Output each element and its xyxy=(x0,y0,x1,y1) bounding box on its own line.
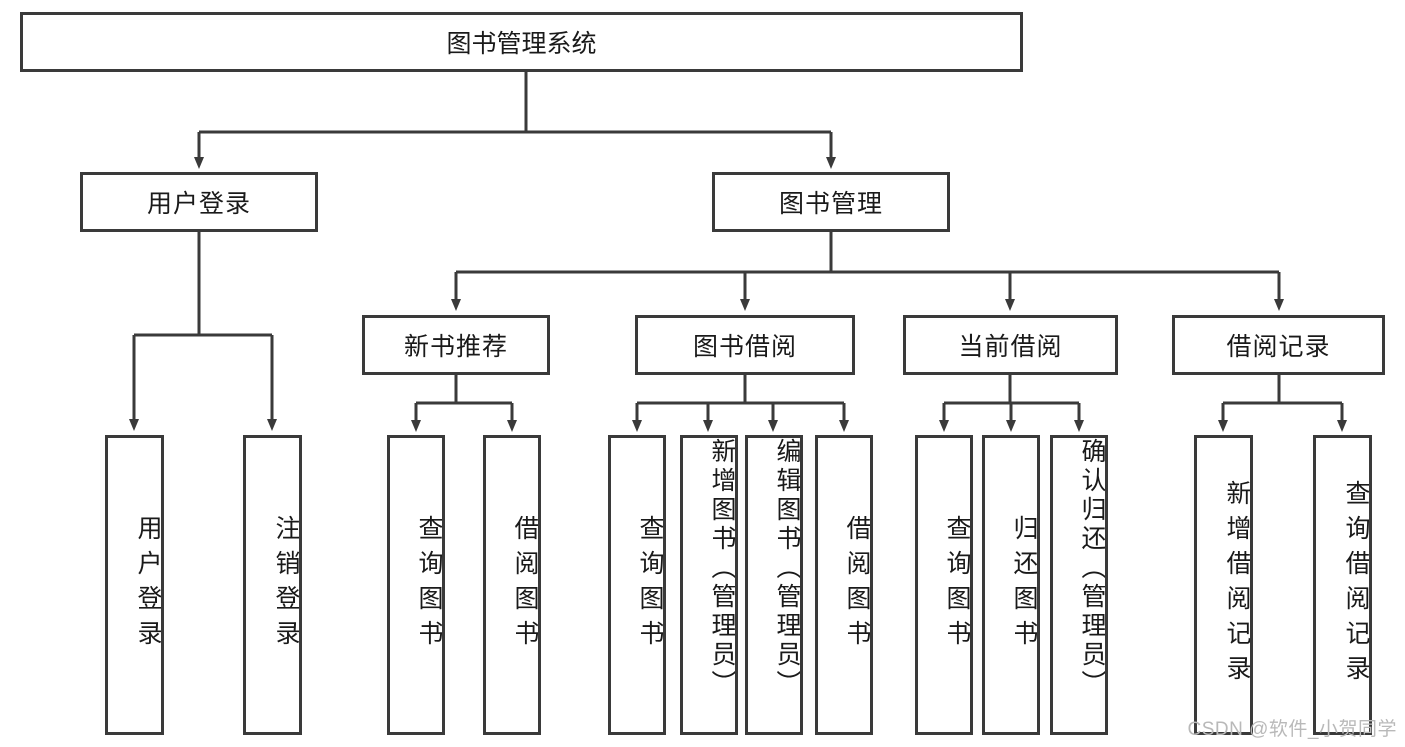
leaf-query-book-borrow[interactable]: 查询图书 xyxy=(608,435,666,735)
leaf-text-wrap: 查询图书 xyxy=(611,438,663,732)
leaf-label: 注销登录 xyxy=(272,515,300,655)
leaf-label: 确认归还（管理员） xyxy=(1078,438,1106,699)
leaf-add-book-admin[interactable]: 新增图书（管理员） xyxy=(680,435,738,735)
leaf-query-book-current[interactable]: 查询图书 xyxy=(915,435,973,735)
leaf-text-wrap: 查询图书 xyxy=(918,438,970,732)
node-label: 当前借阅 xyxy=(958,333,1063,361)
leaf-confirm-return-admin[interactable]: 确认归还（管理员） xyxy=(1050,435,1108,735)
leaf-label: 查询图书 xyxy=(415,515,443,655)
node-label: 用户登录 xyxy=(146,190,251,218)
leaf-return-book[interactable]: 归还图书 xyxy=(982,435,1040,735)
leaf-label: 查询图书 xyxy=(636,515,664,655)
leaf-label: 用户登录 xyxy=(134,515,162,655)
leaf-label: 借阅图书 xyxy=(843,515,871,655)
node-root-library-system[interactable]: 图书管理系统 xyxy=(20,12,1023,72)
leaf-text-wrap: 确认归还（管理员） xyxy=(1053,438,1105,732)
leaf-label: 新增借阅记录 xyxy=(1223,480,1251,690)
leaf-label: 归还图书 xyxy=(1010,515,1038,655)
leaf-edit-book-admin[interactable]: 编辑图书（管理员） xyxy=(745,435,803,735)
leaf-text-wrap: 用户登录 xyxy=(108,438,161,732)
node-borrow-record[interactable]: 借阅记录 xyxy=(1172,315,1385,375)
node-label: 新书推荐 xyxy=(403,333,508,361)
leaf-text-wrap: 查询借阅记录 xyxy=(1316,438,1369,732)
leaf-add-borrow-record[interactable]: 新增借阅记录 xyxy=(1194,435,1253,735)
node-user-login[interactable]: 用户登录 xyxy=(80,172,318,232)
leaf-query-book-recommend[interactable]: 查询图书 xyxy=(387,435,445,735)
leaf-logout[interactable]: 注销登录 xyxy=(243,435,302,735)
node-current-borrow[interactable]: 当前借阅 xyxy=(903,315,1118,375)
leaf-text-wrap: 新增图书（管理员） xyxy=(683,438,735,732)
node-label: 图书管理系统 xyxy=(446,30,597,58)
leaf-text-wrap: 查询图书 xyxy=(390,438,442,732)
leaf-text-wrap: 归还图书 xyxy=(985,438,1037,732)
leaf-label: 编辑图书（管理员） xyxy=(773,438,801,699)
leaf-borrow-book[interactable]: 借阅图书 xyxy=(815,435,873,735)
node-book-management[interactable]: 图书管理 xyxy=(712,172,950,232)
leaf-text-wrap: 注销登录 xyxy=(246,438,299,732)
leaf-label: 查询借阅记录 xyxy=(1342,480,1370,690)
leaf-text-wrap: 编辑图书（管理员） xyxy=(748,438,800,732)
node-label: 图书管理 xyxy=(778,190,883,218)
leaf-borrow-book-recommend[interactable]: 借阅图书 xyxy=(483,435,541,735)
node-label: 借阅记录 xyxy=(1226,333,1331,361)
leaf-text-wrap: 借阅图书 xyxy=(486,438,538,732)
leaf-user-login[interactable]: 用户登录 xyxy=(105,435,164,735)
node-label: 图书借阅 xyxy=(692,333,797,361)
node-book-borrow[interactable]: 图书借阅 xyxy=(635,315,855,375)
leaf-label: 借阅图书 xyxy=(511,515,539,655)
leaf-text-wrap: 借阅图书 xyxy=(818,438,870,732)
node-new-book-recommend[interactable]: 新书推荐 xyxy=(362,315,550,375)
csdn-watermark: CSDN @软件_小贺同学 xyxy=(1187,719,1397,740)
leaf-text-wrap: 新增借阅记录 xyxy=(1197,438,1250,732)
leaf-query-borrow-record[interactable]: 查询借阅记录 xyxy=(1313,435,1372,735)
leaf-label: 新增图书（管理员） xyxy=(708,438,736,699)
leaf-label: 查询图书 xyxy=(943,515,971,655)
